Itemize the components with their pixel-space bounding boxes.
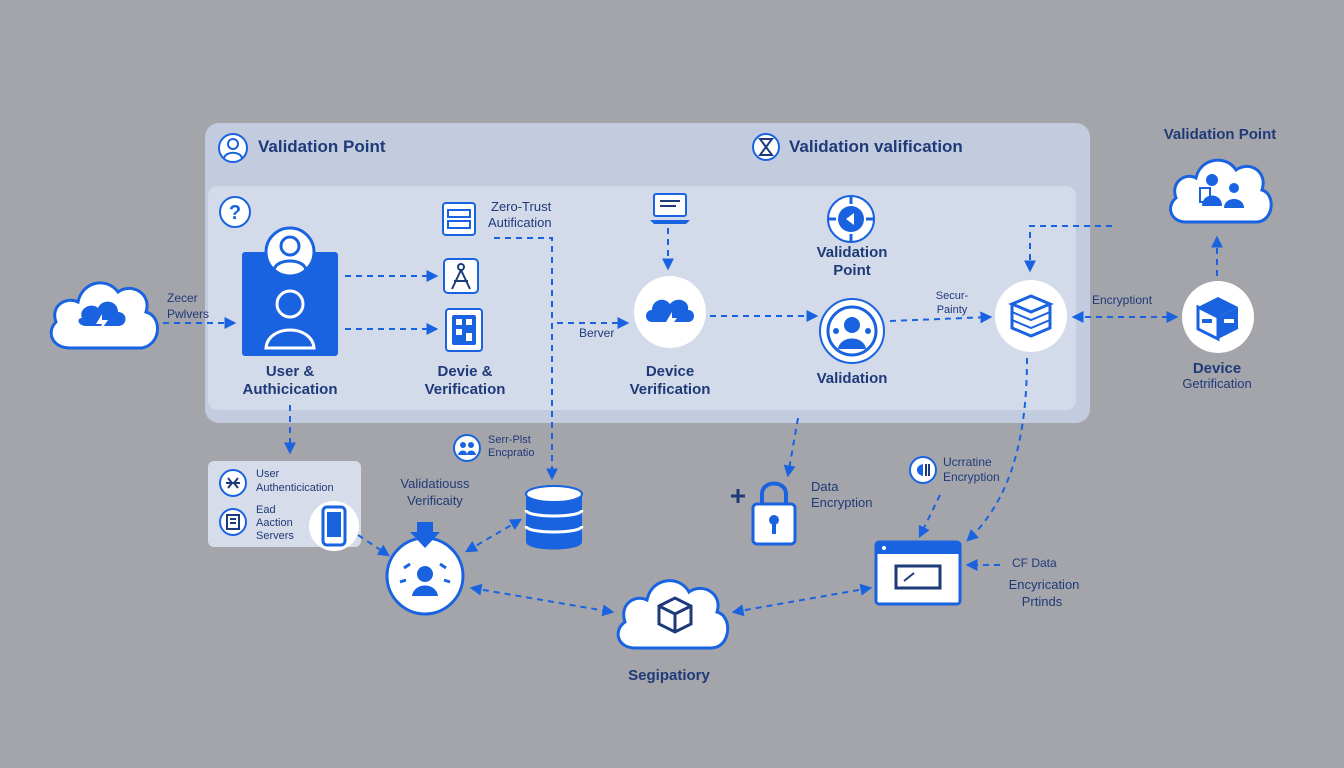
arrow-top-loop (1024, 225, 1112, 273)
cloud-left-label-1: Zecer (167, 291, 198, 305)
cloud-box-icon (611, 568, 735, 654)
device-verif-label-2: Verification (629, 381, 711, 398)
serr-plst-label-2: Encpratio (488, 447, 535, 459)
device-cert-label-1: Device (1192, 360, 1242, 377)
card-reader-icon (218, 507, 248, 537)
side-user-label-2: Authenticication (256, 482, 334, 494)
phone-icon (308, 499, 360, 553)
browser-window-icon (874, 540, 962, 606)
cloud-group-icon (1164, 148, 1274, 230)
secur-label-1: Secur- (935, 290, 969, 302)
arrow-person-to-cloud (469, 583, 615, 617)
side-ead-label-1: Ead (256, 504, 276, 516)
secur-label-2: Painty (936, 304, 968, 316)
validation-point-label-2: Point (833, 262, 871, 279)
validation-point-label-1: Validation (816, 244, 888, 261)
server-label: Berver (579, 326, 615, 340)
validatious-label-1: Validatiouss (400, 476, 470, 491)
arrow-validation-to-stack (889, 311, 993, 324)
encryptiont-label: Encryptiont (1092, 293, 1153, 307)
cloud-bolt-icon (44, 270, 166, 356)
person-validation-icon (818, 297, 886, 365)
cf-data-label-1: CF Data (1012, 556, 1057, 570)
device-label-2: Verification (424, 381, 506, 398)
header-right-title: Validation valification (789, 137, 963, 156)
device-icon (444, 307, 484, 353)
device-verif-label-1: Device (645, 363, 695, 380)
user-auth-label-2: Authicication (242, 381, 338, 398)
server-box-icon (441, 201, 477, 237)
arrow-stack-to-window (966, 357, 1028, 542)
compass-icon (442, 257, 480, 295)
side-ead-label-3: Servers (256, 530, 294, 542)
arrow-zerotrust-to-db (494, 237, 558, 481)
user-circle-icon (217, 132, 249, 164)
validation-label: Validation (816, 370, 888, 387)
validatious-label-2: Verificaity (407, 493, 463, 508)
side-ead-label-2: Aaction (256, 517, 293, 529)
cf-data-label-3: Prtinds (1021, 594, 1063, 609)
arrow-cloud-to-window (731, 583, 873, 617)
data-enc-label-2: Encryption (811, 495, 873, 510)
arrow-ucr-to-window (918, 494, 941, 539)
ucr-label-1: Ucrratine (943, 455, 992, 469)
user-authentication-icon (240, 226, 340, 358)
laptop-icon (648, 191, 692, 227)
arrow-panel-to-lock (783, 417, 799, 478)
cf-data-label-2: Encyrication (1008, 577, 1080, 592)
svg-text:?: ? (229, 202, 241, 224)
zero-trust-label-2: Autification (488, 215, 552, 230)
people-badge-icon (452, 433, 482, 463)
help-icon: ? (218, 195, 252, 229)
device-label-1: Devie & (437, 363, 493, 380)
hourglass-icon (751, 132, 781, 162)
side-user-label-1: User (256, 468, 280, 480)
user-auth-label-1: User & (265, 363, 315, 380)
cloud-bolt-circle-icon (632, 274, 708, 350)
device-cube-icon (1180, 279, 1256, 355)
lock-icon (728, 480, 802, 548)
zero-trust-label-1: Zero-Trust (491, 199, 552, 214)
navigation-badge-icon (826, 194, 876, 244)
data-enc-label-1: Data (811, 479, 839, 494)
shield-circle-icon (908, 455, 938, 485)
segpation-label: Segipatiory (628, 667, 710, 684)
stacked-servers-icon (992, 278, 1070, 354)
serr-plst-label-1: Serr-Plst (488, 434, 531, 446)
header-left-title: Validation Point (258, 137, 386, 156)
top-right-title: Validation Point (1163, 126, 1277, 143)
cloud-left-label-2: Pwlvers (167, 307, 210, 321)
database-icon (524, 484, 584, 552)
device-cert-label-2: Getrification (1182, 376, 1252, 391)
ucr-label-2: Encryption (943, 470, 1000, 484)
tools-icon (218, 468, 248, 498)
arrow-db-to-person (464, 518, 523, 553)
person-verification-icon (384, 520, 466, 616)
